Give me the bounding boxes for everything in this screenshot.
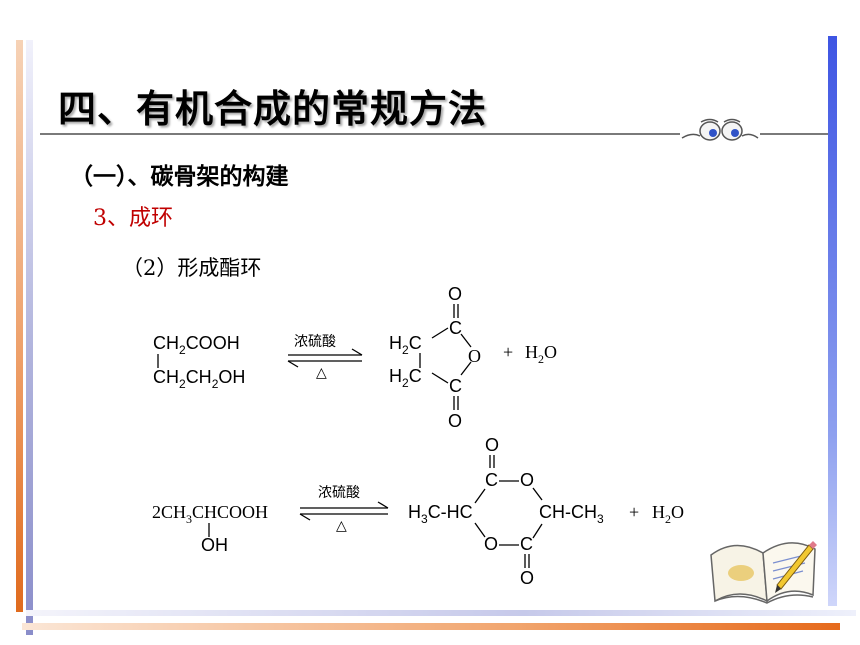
svg-text:△: △ [336, 518, 347, 534]
svg-text:CH2COOH: CH2COOH [153, 333, 240, 357]
svg-text:O: O [520, 470, 534, 490]
svg-text:CH-CH3: CH-CH3 [539, 502, 604, 526]
svg-text:H2C: H2C [389, 366, 422, 390]
svg-text:C: C [449, 318, 462, 338]
svg-text:CH2CH2OH: CH2CH2OH [153, 367, 245, 391]
reaction1-equilibrium-arrow: 浓硫酸 △ [287, 334, 363, 381]
svg-text:O: O [448, 284, 462, 304]
svg-text:O: O [484, 534, 498, 554]
right-decor-bar [828, 36, 837, 606]
title-underline [40, 133, 680, 135]
svg-text:+: + [503, 342, 513, 362]
reaction1-product-anhydride: O C H2C O H2C C O [389, 284, 481, 431]
reaction2-equilibrium-arrow: 浓硫酸 △ [299, 485, 389, 534]
bottom-decor-bar [22, 623, 840, 630]
subsection-heading: 3、成环 [93, 206, 173, 231]
reaction1-reactant: CH2COOH CH2CH2OH [153, 333, 245, 391]
svg-text:浓硫酸: 浓硫酸 [318, 485, 360, 501]
svg-text:H2C: H2C [389, 333, 422, 357]
eyes-icon [681, 118, 759, 141]
svg-text:+: + [629, 502, 639, 522]
reaction1-water: + H2O [503, 342, 557, 366]
svg-text:O: O [520, 568, 534, 588]
reaction2-product-lactide: O C O H3C-HC CH-CH3 O C O [408, 435, 604, 588]
svg-text:C: C [485, 470, 498, 490]
svg-text:O: O [485, 435, 499, 455]
svg-text:2CH3CHCOOH: 2CH3CHCOOH [152, 502, 268, 526]
page-title: 四、有机合成的常规方法 [58, 87, 488, 131]
svg-text:H2O: H2O [525, 342, 557, 366]
svg-text:△: △ [316, 365, 327, 381]
left-decor-bar [16, 40, 23, 612]
svg-text:H3C-HC: H3C-HC [408, 502, 473, 526]
svg-text:C: C [449, 376, 462, 396]
book-with-pencil-icon [710, 541, 817, 604]
svg-text:O: O [468, 346, 481, 366]
reaction2-reactant: 2CH3CHCOOH OH [152, 502, 268, 555]
svg-text:C: C [520, 534, 533, 554]
reaction2-water: + H2O [629, 502, 684, 526]
svg-text:OH: OH [201, 535, 228, 555]
section-heading: （一）、碳骨架的构建 [70, 164, 289, 190]
subsubsection-heading: （2）形成酯环 [122, 256, 262, 280]
title-underline-right [760, 133, 828, 135]
left-decor-bar-inner [26, 40, 33, 635]
bottom-decor-bar-inner [26, 610, 856, 616]
svg-text:H2O: H2O [652, 502, 684, 526]
svg-text:浓硫酸: 浓硫酸 [294, 334, 336, 350]
svg-text:O: O [448, 411, 462, 431]
